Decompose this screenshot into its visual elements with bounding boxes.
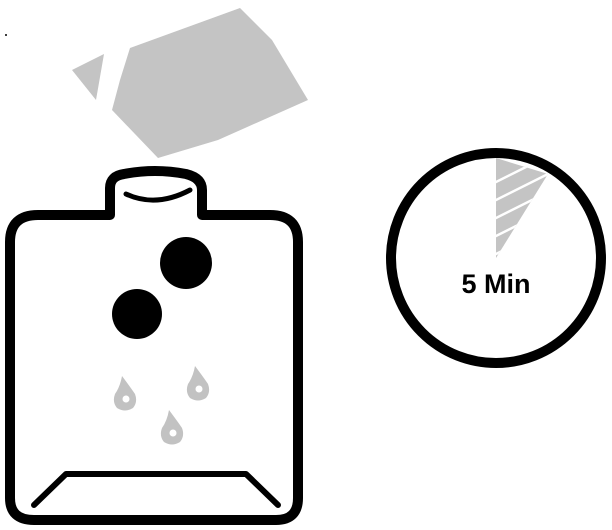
tablets <box>112 237 212 339</box>
timer-label: 5 Min <box>461 269 530 299</box>
corner-dot <box>5 34 7 36</box>
water-drop-icon <box>187 366 209 401</box>
packet-torn-strip <box>72 54 104 100</box>
packet-body <box>112 8 308 158</box>
tablet-icon <box>160 237 212 289</box>
water-drop-icon <box>114 376 136 411</box>
powder-packet-icon <box>72 8 308 158</box>
canister-base-line <box>34 474 278 505</box>
canister-icon <box>10 171 298 520</box>
tablet-icon <box>112 289 162 339</box>
canister-outline <box>10 171 298 520</box>
timer-icon: 5 Min <box>391 150 601 363</box>
water-drops <box>114 366 209 445</box>
canister-cap-rim <box>126 190 190 200</box>
water-drop-icon <box>161 410 183 445</box>
